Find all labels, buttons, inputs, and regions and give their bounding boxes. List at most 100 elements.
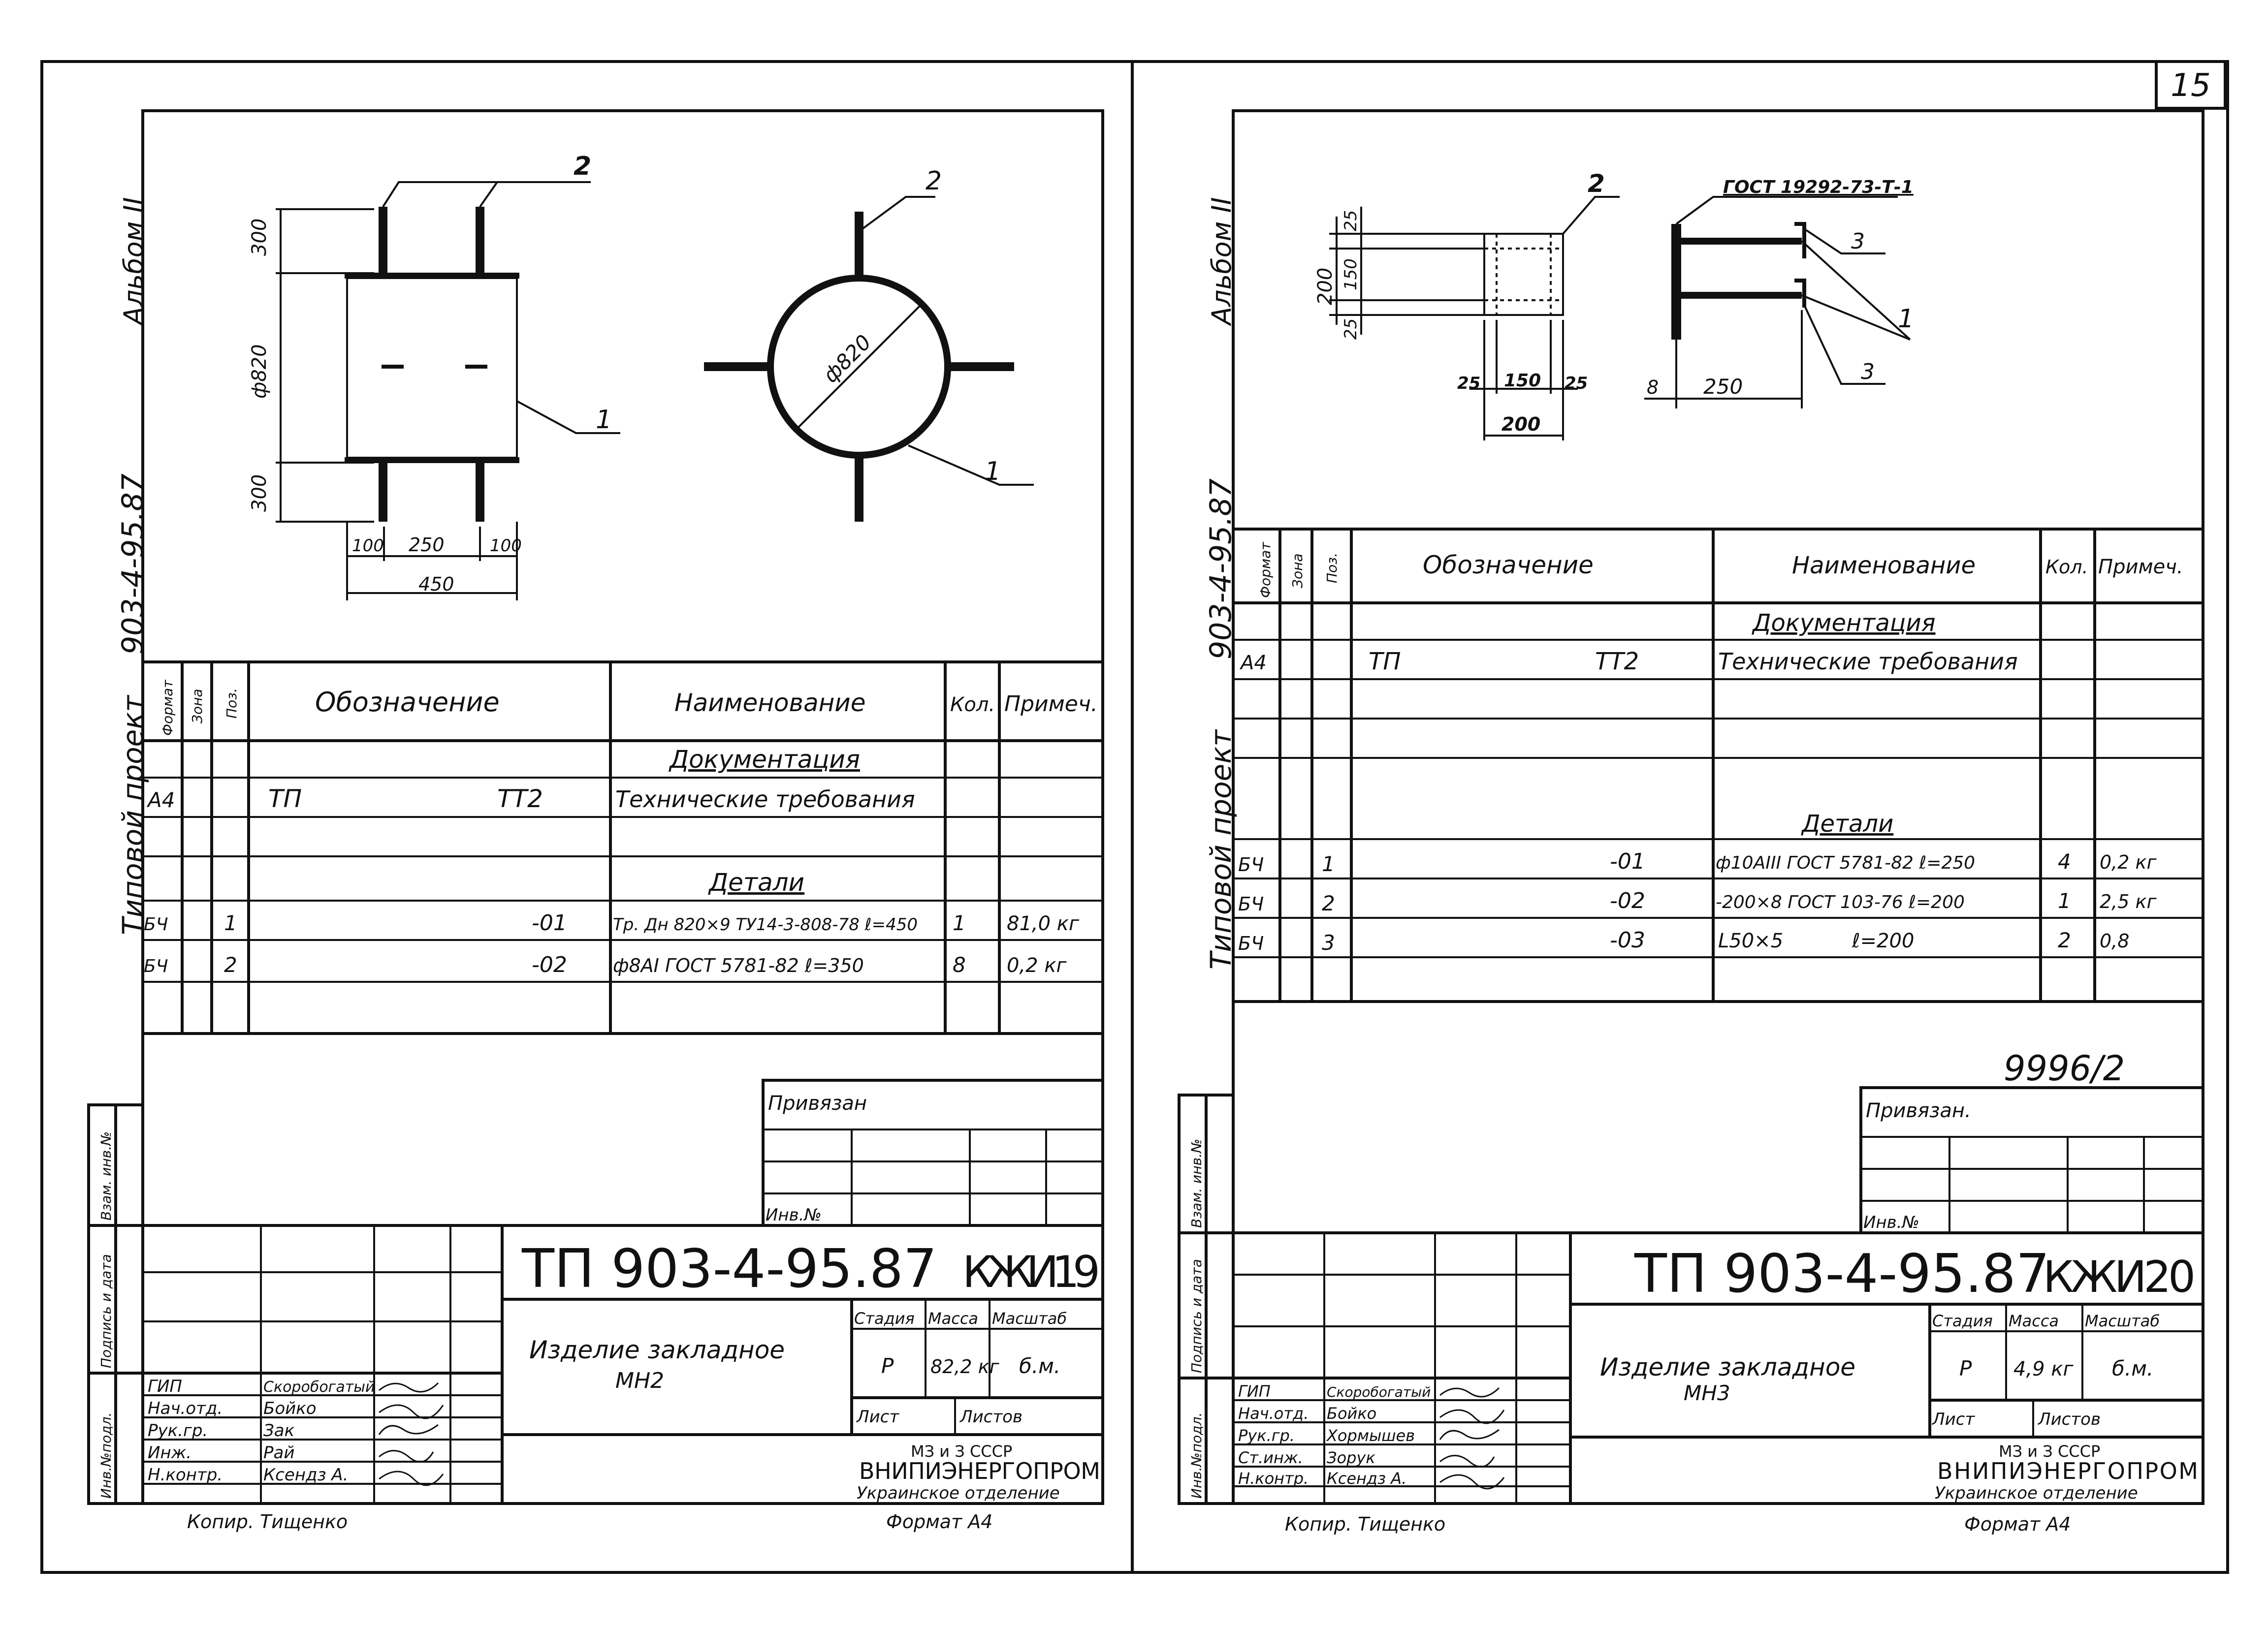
role: Н.контр.: [148, 1465, 223, 1485]
circle-callout-pipe: 1: [985, 457, 1001, 486]
sheet-left: 2 1 300 300 ф820 100 250 100 450 ф820 2 …: [87, 109, 1104, 1533]
roles-list: ГИП Скоробогатый Нач.отд. Бойко Рук.гр. …: [148, 1377, 375, 1485]
spec-row-designation: ТП: [1369, 648, 1401, 675]
role: Нач.отд.: [1238, 1404, 1309, 1423]
callout-plate: 2: [1588, 169, 1605, 198]
item-name-1: Изделие закладное: [1600, 1353, 1855, 1381]
signatures: [1439, 1387, 1505, 1490]
spec-row-fmt: БЧ: [144, 956, 168, 976]
copied-by: Копир. Тищенко: [1285, 1513, 1445, 1535]
role-name: Скоробогатый: [1327, 1384, 1431, 1400]
title-sheet: КЖИ20: [2043, 1252, 2196, 1302]
spec-row-qty: 2: [2058, 928, 2071, 952]
dim-top: 300: [248, 219, 271, 256]
format-label: Формат А4: [1964, 1513, 2071, 1535]
callout-rods: 1: [1898, 304, 1914, 334]
role: Ст.инж.: [1238, 1448, 1303, 1467]
privyazan-label: Привязан: [768, 1092, 867, 1115]
spec-row-fmt: А4: [1239, 652, 1267, 674]
callout-angle-bottom: 3: [1861, 359, 1875, 384]
gost-note: ГОСТ 19292-73-Т-1: [1723, 177, 1914, 197]
spec-header-qty: Кол.: [2045, 556, 2088, 578]
spec-row-name: ф10АIII ГОСТ 5781-82 ℓ=250: [1716, 853, 1975, 873]
dim-25-top: 25: [1341, 210, 1361, 231]
spec-row-suffix: -03: [1610, 928, 1645, 953]
spec-header-note: Примеч.: [1004, 691, 1098, 717]
sheet-header: Лист: [1931, 1410, 1975, 1429]
dim-bottom: 300: [248, 474, 271, 512]
side-project: Типовой проект: [1204, 729, 1238, 970]
scale-value: б.м.: [1019, 1354, 1060, 1378]
inv-no-label: Инв.№: [1863, 1213, 1919, 1232]
role-name: Хормышев: [1326, 1426, 1415, 1445]
org-1: МЗ и З СССР: [911, 1442, 1012, 1461]
stamp-margin-1: Подпись и дата: [1188, 1259, 1205, 1373]
spec-row-name: L50×5 ℓ=200: [1718, 930, 1914, 952]
anchor-rods: [379, 207, 484, 522]
role-name: Скоробогатый: [263, 1379, 375, 1396]
scale-value: б.м.: [2112, 1356, 2153, 1380]
signatures: [378, 1382, 444, 1486]
callout-angle-top: 3: [1851, 229, 1865, 254]
dim-200-horizontal: 200: [1501, 413, 1540, 435]
privyazan-label: Привязан.: [1866, 1099, 1971, 1122]
sheet-header: Лист: [856, 1407, 899, 1427]
outer-frame: [40, 60, 2229, 1574]
dim-total: 450: [418, 573, 454, 595]
spec-row-pos: 2: [224, 953, 237, 977]
spec-row-name: Тр. Дн 820×9 ТУ14-3-808-78 ℓ=450: [613, 915, 918, 935]
side-album: Альбом II: [1206, 197, 1237, 326]
dim-150-horizontal: 150: [1504, 371, 1541, 391]
role: Рук.гр.: [148, 1421, 208, 1441]
callout-pipe: 1: [596, 405, 612, 435]
spec-header-designation: Обозначение: [1423, 551, 1594, 579]
spec-row-designation: ТП: [268, 784, 302, 813]
scale-header: Масштаб: [992, 1309, 1067, 1328]
spec-row-note: 2,5 кг: [2100, 891, 2157, 912]
role-name: Рай: [263, 1443, 294, 1463]
stamp-margin-0: Взам. инв.№: [98, 1131, 114, 1221]
stamp-margin-1: Подпись и дата: [98, 1254, 114, 1368]
spec-header-name: Наименование: [674, 689, 866, 717]
role: Н.контр.: [1238, 1469, 1309, 1488]
scale-header: Масштаб: [2085, 1312, 2160, 1330]
spec-header-qty: Кол.: [950, 693, 995, 716]
dim-25-bottom: 25: [1341, 318, 1361, 340]
title-sheet: КЖИ19: [962, 1247, 1100, 1297]
spec-row-qty: 8: [953, 953, 966, 977]
page-number: 15: [2171, 67, 2210, 104]
sheets-header: Листов: [2037, 1410, 2101, 1429]
dim-mid: 250: [409, 534, 445, 556]
spec-row-pos: 1: [1322, 852, 1335, 876]
spec-row-suffix: -02: [532, 952, 567, 977]
spec-row-name: Технические требования: [615, 786, 915, 813]
spec-row-title: Документация: [1752, 609, 1936, 637]
stage-value: Р: [1959, 1356, 1972, 1380]
role: ГИП: [148, 1377, 182, 1396]
spec-header-zone: Зона: [189, 689, 205, 723]
spec-row-fmt: БЧ: [1238, 893, 1264, 915]
mass-header: Масса: [928, 1309, 978, 1328]
title-code: ТП 903-4-95.87: [521, 1238, 937, 1300]
spec-header-pos: Поз.: [1324, 553, 1340, 583]
stage-header: Стадия: [854, 1309, 915, 1328]
spec-header-pos: Поз.: [224, 688, 240, 719]
drawing-plan-view-mn2: [704, 196, 1034, 522]
dim-thickness: 8: [1647, 376, 1659, 398]
spec-row-suffix: -02: [1610, 888, 1645, 913]
dim-200-vertical: 200: [1314, 268, 1337, 305]
role: ГИП: [1238, 1382, 1271, 1401]
role-name: Бойко: [263, 1399, 317, 1418]
mass-value: 82,2 кг: [930, 1356, 1000, 1378]
spec-header-zone: Зона: [1289, 553, 1306, 588]
spec-row-suffix: -01: [1610, 849, 1645, 874]
spec-row-note: 81,0 кг: [1007, 912, 1080, 935]
dim-25-right: 25: [1565, 374, 1588, 393]
org-3: Украинское отделение: [857, 1483, 1060, 1503]
drawing-side-view-mn3: [1644, 196, 1911, 408]
dim-150-vertical: 150: [1341, 258, 1361, 290]
spec-row-name: -200×8 ГОСТ 103-76 ℓ=200: [1716, 892, 1965, 912]
sheets-header: Листов: [959, 1407, 1022, 1427]
sheet-right: 2 200 25 150 25 25 150 25 200: [1178, 109, 2204, 1535]
stamp-margin-2: Инв.№подл.: [1188, 1412, 1205, 1499]
